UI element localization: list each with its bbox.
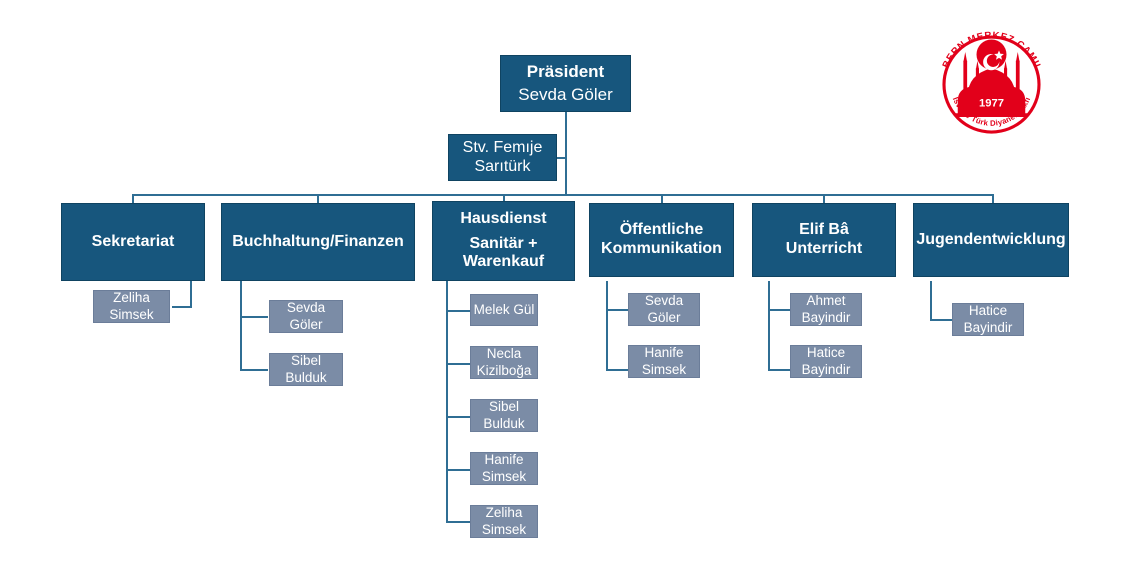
connector-drop-oeffentliche [661,194,663,204]
connector-branch-hausdienst-4 [446,521,470,523]
node-member[interactable]: Sevda Göler [628,293,700,326]
logo-year: 1977 [979,97,1004,109]
node-member[interactable]: Ahmet Bayindir [790,293,862,326]
member-line-2: Simsek [481,521,527,537]
node-department-oeffentliche-kommunikation[interactable]: Öffentliche Kommunikation [589,203,734,277]
connector-branch-oeffentliche-1 [606,369,628,371]
node-member[interactable]: Melek Gül [470,294,538,326]
connector-president-stem [565,110,567,195]
connector-spine-oeffentliche [606,281,608,371]
member-line-2: Göler [647,309,681,325]
node-member[interactable]: Sibel Bulduk [269,353,343,386]
connector-branch-hausdienst-3 [446,469,470,471]
member-line-1: Hanife [484,452,524,468]
member-line-1: Zeliha [485,505,523,521]
member-line-1: Zeliha [113,290,150,306]
connector-spine-jugend [930,281,932,321]
node-member[interactable]: Hatice Bayindir [952,303,1024,336]
member-line-1: Sibel [290,353,322,369]
department-title-line: Sanitär + [469,234,538,252]
department-title-line: Kommunikation [601,240,722,257]
node-member[interactable]: Necla Kizilboğa [470,346,538,379]
connector-branch-buchhaltung-0 [240,316,268,318]
deputy-line-2: Sarıtürk [474,157,531,175]
member-line-2: Bayindir [801,309,851,325]
node-member[interactable]: Hatice Bayindir [790,345,862,378]
member-line-1: Necla [486,346,522,362]
member-line-1: Melek Gül [473,301,535,317]
node-member[interactable]: Sevda Göler [269,300,343,333]
member-line-2: Bayindir [963,319,1013,335]
connector-spine-elifba [768,281,770,371]
node-department-jugendentwicklung[interactable]: Jugendentwicklung [913,203,1069,277]
connector-drop-hausdienst [503,194,505,204]
connector-drop-jugend [992,194,994,204]
deputy-line-1: Stv. Femıje [462,138,543,156]
connector-branch-oeffentliche-0 [606,309,628,311]
node-member[interactable]: Hanife Simsek [470,452,538,485]
connector-department-bus [132,194,994,196]
member-line-2: Simsek [109,306,154,322]
member-line-1: Hanife [644,345,684,361]
node-member[interactable]: Hanife Simsek [628,345,700,378]
node-member[interactable]: Zeliha Simsek [470,505,538,538]
connector-spine-hausdienst [446,281,448,522]
connector-branch-hausdienst-1 [446,363,470,365]
member-line-2: Bulduk [483,415,525,431]
department-title-line: Öffentliche [619,221,704,239]
node-member[interactable]: Sibel Bulduk [470,399,538,432]
member-line-2: Simsek [641,361,687,377]
node-department-elif-ba-unterricht[interactable]: Elif Bâ Unterricht [752,203,896,277]
department-title-line: Unterricht [785,240,863,257]
member-line-2: Bulduk [285,369,327,385]
member-line-2: Simsek [481,468,527,484]
node-deputy[interactable]: Stv. Femıje Sarıtürk [448,134,557,181]
organization-logo: BERN MERKEZ CAMII İsviçre Türk Diyanet V… [929,22,1054,147]
member-line-1: Sevda [644,293,684,309]
president-role: Präsident [526,62,605,82]
member-line-2: Bayindir [801,361,851,377]
connector-branch-sekretariat-0 [172,306,192,308]
department-title-line: Elif Bâ [799,221,849,239]
member-line-2: Kizilboğa [476,362,532,378]
department-title-line: Warenkauf [462,253,545,271]
department-title-line: Hausdienst [460,209,547,227]
member-line-1: Hatice [806,345,846,361]
node-department-buchhaltung-finanzen[interactable]: Buchhaltung/Finanzen [221,203,415,281]
member-line-1: Hatice [968,303,1008,319]
connector-deputy [556,157,567,159]
connector-branch-elifba-1 [768,369,790,371]
connector-branch-elifba-0 [768,309,790,311]
node-member[interactable]: Zeliha Simsek [93,290,170,323]
connector-drop-buchhaltung [317,194,319,204]
president-name: Sevda Göler [518,84,613,104]
node-department-sekretariat[interactable]: Sekretariat [61,203,205,281]
node-president[interactable]: Präsident Sevda Göler [500,55,631,112]
connector-branch-hausdienst-0 [446,310,470,312]
department-title-line: Buchhaltung/Finanzen [232,232,404,250]
member-line-2: Göler [289,316,323,332]
connector-branch-hausdienst-2 [446,416,470,418]
member-line-1: Ahmet [806,293,846,309]
connector-branch-buchhaltung-1 [240,369,268,371]
mosque-logo-icon: BERN MERKEZ CAMII İsviçre Türk Diyanet V… [941,30,1042,134]
connector-drop-elifba [823,194,825,204]
connector-spine-sekretariat [190,281,192,308]
member-line-1: Sevda [286,300,326,316]
department-title-line: Jugendentwicklung [916,230,1066,248]
department-title-line: Sekretariat [91,232,175,250]
connector-branch-jugend-0 [930,319,952,321]
node-department-hausdienst[interactable]: Hausdienst Sanitär + Warenkauf [432,201,575,281]
member-line-1: Sibel [488,399,520,415]
connector-drop-sekretariat [132,194,134,204]
connector-spine-buchhaltung [240,281,242,371]
